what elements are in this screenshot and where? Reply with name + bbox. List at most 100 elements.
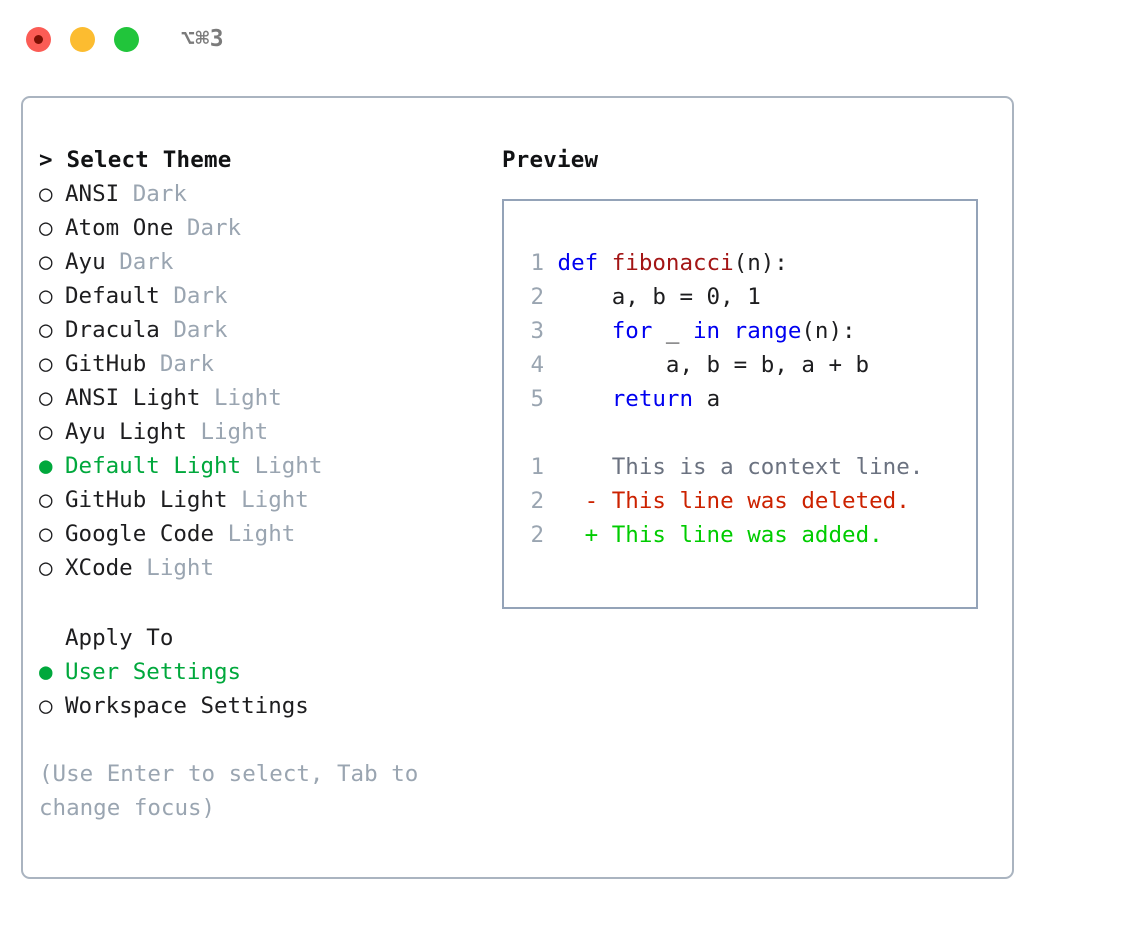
theme-list-item[interactable]: ○ ANSI Dark <box>39 177 479 211</box>
theme-name: Atom One <box>65 215 174 241</box>
keyboard-shortcut-label: ⌥⌘3 <box>181 25 225 52</box>
zoom-button[interactable] <box>114 26 139 52</box>
diff-marker: - <box>544 488 612 514</box>
theme-name: ANSI Light <box>65 385 201 411</box>
diff-spacer <box>520 416 976 450</box>
theme-name: Default Light <box>65 453 242 479</box>
apply-to-list: ● User Settings○ Workspace Settings <box>39 655 479 723</box>
radio-selected-icon: ● <box>39 453 67 479</box>
code-line: 3 for _ in range(n): <box>520 314 976 348</box>
theme-kind-label: Light <box>227 521 296 547</box>
code-token: (n): <box>733 250 788 276</box>
theme-kind-label: Light <box>146 555 215 581</box>
preview-column: Preview 1 def fibonacci(n):2 a, b = 0, 1… <box>502 143 992 609</box>
line-number: 2 <box>530 522 544 548</box>
code-token: a, b = b, a + b <box>557 352 870 378</box>
code-token: def <box>557 250 612 276</box>
theme-name: XCode <box>65 555 133 581</box>
theme-name: ANSI <box>65 181 120 207</box>
radio-selected-icon: ● <box>39 659 67 685</box>
code-token: _ <box>665 318 694 344</box>
theme-name: Dracula <box>65 317 160 343</box>
code-token: return <box>611 386 707 412</box>
theme-name: GitHub <box>65 351 147 377</box>
theme-list-item[interactable]: ○ Google Code Light <box>39 517 479 551</box>
select-theme-heading: > Select Theme <box>39 143 479 177</box>
theme-name: Google Code <box>65 521 215 547</box>
radio-unselected-icon: ○ <box>39 555 67 581</box>
apply-to-label: User Settings <box>65 659 242 685</box>
window-controls <box>26 26 139 52</box>
apply-to-item[interactable]: ● User Settings <box>39 655 479 689</box>
theme-kind-label: Light <box>200 419 269 445</box>
diff-sample: 1 This is a context line.2 - This line w… <box>520 450 976 552</box>
theme-list-item[interactable]: ○ Ayu Light Light <box>39 415 479 449</box>
theme-name: Default <box>65 283 160 309</box>
radio-unselected-icon: ○ <box>39 385 67 411</box>
line-number: 1 <box>530 250 544 276</box>
radio-unselected-icon: ○ <box>39 351 67 377</box>
apply-to-item[interactable]: ○ Workspace Settings <box>39 689 479 723</box>
line-number: 4 <box>530 352 544 378</box>
diff-line: 2 + This line was added. <box>520 518 976 552</box>
diff-line: 1 This is a context line. <box>520 450 976 484</box>
radio-unselected-icon: ○ <box>39 283 67 309</box>
radio-unselected-icon: ○ <box>39 693 67 719</box>
code-token <box>558 318 612 344</box>
diff-marker: + <box>544 522 612 548</box>
diff-marker <box>544 454 612 480</box>
diff-text: This is a context line. <box>611 454 924 480</box>
theme-kind-label: Dark <box>173 283 228 309</box>
code-line: 2 a, b = 0, 1 <box>520 280 976 314</box>
radio-unselected-icon: ○ <box>39 181 67 207</box>
theme-list: ○ ANSI Dark○ Atom One Dark○ Ayu Dark○ De… <box>39 177 479 585</box>
line-number: 2 <box>530 488 544 514</box>
theme-kind-label: Dark <box>159 351 215 377</box>
apply-to-label: Workspace Settings <box>65 693 309 719</box>
theme-list-item[interactable]: ○ Atom One Dark <box>39 211 479 245</box>
theme-kind-label: Dark <box>173 317 228 343</box>
theme-list-item[interactable]: ● Default Light Light <box>39 449 479 483</box>
code-line: 4 a, b = b, a + b <box>520 348 976 382</box>
theme-list-item[interactable]: ○ Dracula Dark <box>39 313 479 347</box>
theme-name: GitHub Light <box>65 487 228 513</box>
line-number: 3 <box>530 318 544 344</box>
main-panel: > Select Theme ○ ANSI Dark○ Atom One Dar… <box>21 96 1014 879</box>
code-token <box>558 386 612 412</box>
section-spacer <box>39 585 479 621</box>
radio-unselected-icon: ○ <box>39 521 67 547</box>
theme-name: Ayu Light <box>65 419 187 445</box>
theme-kind-label: Dark <box>186 215 242 241</box>
theme-kind-label: Dark <box>132 181 187 207</box>
code-token: fibonacci <box>611 250 734 276</box>
theme-selector-column: > Select Theme ○ ANSI Dark○ Atom One Dar… <box>39 143 479 825</box>
keyboard-hint: (Use Enter to select, Tab to change focu… <box>39 761 432 821</box>
minimize-button[interactable] <box>70 26 95 52</box>
code-token: a <box>706 386 721 412</box>
theme-list-item[interactable]: ○ ANSI Light Light <box>39 381 479 415</box>
code-token: (n): <box>801 318 856 344</box>
apply-to-heading: Apply To <box>65 625 174 651</box>
code-token: range <box>733 318 802 344</box>
diff-line: 2 - This line was deleted. <box>520 484 976 518</box>
radio-unselected-icon: ○ <box>39 487 67 513</box>
line-number: 2 <box>530 284 544 310</box>
theme-list-item[interactable]: ○ GitHub Light Light <box>39 483 479 517</box>
code-line: 5 return a <box>520 382 976 416</box>
preview-heading: Preview <box>502 147 599 173</box>
theme-list-item[interactable]: ○ Ayu Dark <box>39 245 479 279</box>
code-token: in <box>693 318 734 344</box>
theme-list-item[interactable]: ○ GitHub Dark <box>39 347 479 381</box>
heading-prefix: > <box>39 147 67 173</box>
close-button[interactable] <box>26 26 51 52</box>
radio-unselected-icon: ○ <box>39 419 67 445</box>
theme-list-item[interactable]: ○ XCode Light <box>39 551 479 585</box>
line-number: 5 <box>530 386 544 412</box>
theme-kind-label: Light <box>214 385 282 411</box>
diff-text: This line was deleted. <box>611 488 910 514</box>
radio-unselected-icon: ○ <box>39 317 67 343</box>
theme-kind-label: Light <box>241 487 309 513</box>
theme-list-item[interactable]: ○ Default Dark <box>39 279 479 313</box>
